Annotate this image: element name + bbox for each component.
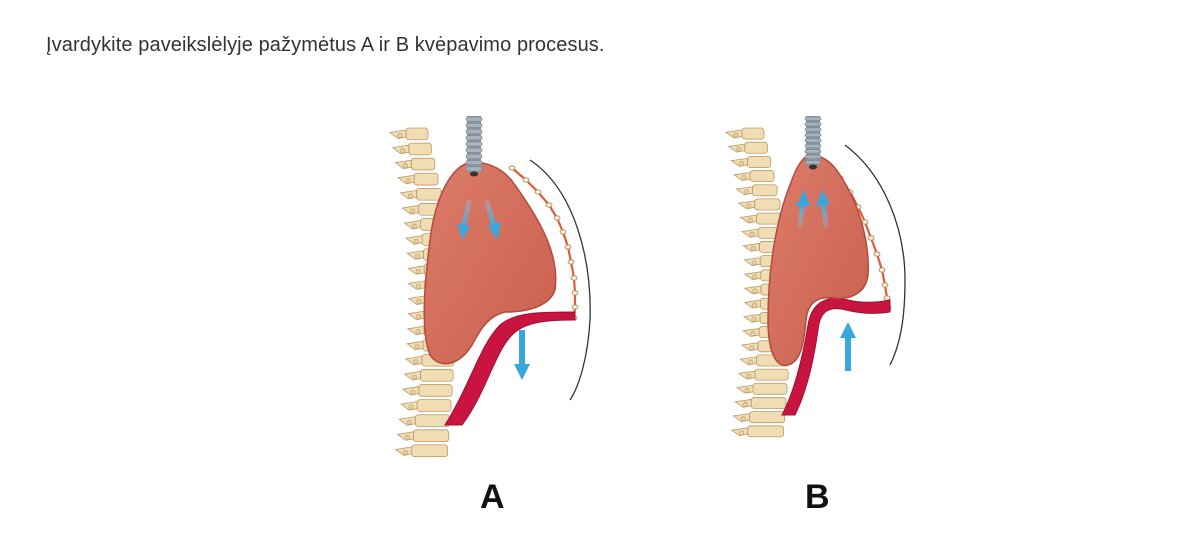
rib-joint: [570, 275, 578, 281]
trachea-ring: [465, 153, 483, 159]
vertebra: [396, 429, 450, 442]
rib-joint: [571, 304, 579, 310]
rib-segment: [875, 253, 884, 271]
vertebra: [737, 368, 789, 381]
vertebra: [400, 399, 452, 412]
trachea-ring: [465, 129, 483, 135]
rib-segment: [863, 221, 873, 239]
air-out-arrows-b: [796, 190, 830, 228]
panel-label-b: B: [805, 478, 830, 516]
chest-wall-a: [529, 159, 591, 401]
trachea-ring: [465, 147, 483, 153]
rib-joint: [564, 244, 572, 250]
trachea-ring: [465, 116, 483, 122]
vertebra: [732, 411, 786, 424]
trachea-ring: [804, 160, 822, 165]
vertebra: [403, 369, 454, 382]
trachea-ring: [804, 127, 822, 132]
lung-b: [767, 154, 869, 366]
diaphragm-down-arrow-a: [514, 330, 530, 380]
trachea-ring: [465, 160, 483, 166]
trachea-ring: [465, 166, 483, 172]
rib-joint: [545, 202, 553, 208]
trachea-ring: [465, 141, 483, 147]
lung-a: [423, 161, 557, 365]
rib-joint: [878, 267, 886, 273]
rib-segment: [869, 237, 879, 255]
ribs-a: [508, 165, 579, 321]
vertebra: [734, 397, 787, 409]
trachea-ring: [804, 132, 822, 138]
vertebra: [401, 384, 453, 397]
trachea-ring: [804, 154, 822, 159]
vertebra: [735, 184, 778, 197]
diaphragm-a: [444, 311, 576, 426]
panel-b: [724, 116, 906, 438]
vertebra: [391, 142, 432, 156]
rib-joint: [553, 215, 561, 221]
vertebra: [727, 141, 768, 154]
rib-joint: [534, 189, 542, 195]
trachea-a: [465, 116, 483, 177]
diaphragm-b: [781, 297, 891, 416]
vertebra: [389, 127, 429, 141]
trachea-ring: [804, 143, 822, 149]
trachea-ring: [804, 122, 822, 127]
diaphragm-up-arrow-b: [840, 322, 856, 371]
vertebra: [398, 414, 451, 427]
trachea-opening: [470, 171, 478, 177]
rib-joint: [559, 229, 567, 235]
chest-wall-b: [844, 144, 906, 366]
rib-joint: [522, 177, 530, 183]
rib-joint: [873, 251, 881, 257]
vertebra: [737, 198, 781, 211]
question-text: Įvardykite paveikslėlyje pažymėtus A ir …: [46, 34, 605, 56]
air-in-arrows-a: [457, 199, 501, 240]
trachea-ring: [804, 116, 822, 121]
trachea-opening: [809, 164, 817, 170]
rib-joint: [881, 282, 889, 288]
rib-segment: [569, 261, 576, 279]
rib-joint: [571, 290, 579, 296]
rib-joint: [508, 165, 516, 171]
trachea-ring: [804, 149, 822, 154]
trachea-ring: [465, 135, 483, 141]
rib-joint: [883, 295, 891, 301]
vertebra: [730, 155, 772, 168]
trachea-b: [804, 116, 822, 170]
rib-joint: [567, 259, 575, 265]
vertebra: [724, 127, 765, 140]
vertebra: [736, 382, 788, 395]
panel-a: [389, 116, 591, 458]
vertebra: [739, 212, 783, 225]
vertebra: [394, 444, 449, 458]
trachea-ring: [804, 138, 822, 143]
vertebra: [399, 187, 442, 201]
vertebra: [733, 170, 775, 183]
panel-label-a: A: [480, 478, 505, 516]
rib-joint: [867, 235, 875, 241]
rib-joint: [861, 219, 869, 225]
trachea-ring: [465, 122, 483, 128]
vertebra: [397, 172, 439, 186]
vertebra: [730, 425, 785, 438]
vertebra: [394, 157, 436, 171]
